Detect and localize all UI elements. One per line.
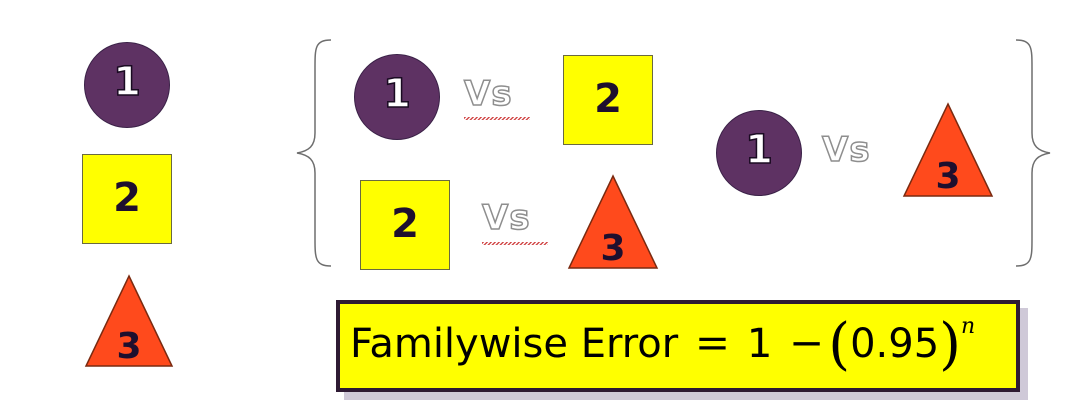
square-label: 2: [391, 201, 419, 247]
formula-equals: =: [694, 318, 731, 367]
triangle-label: 3: [600, 228, 625, 269]
vs-label: Vs: [463, 73, 513, 115]
formula-close-paren: ): [939, 312, 961, 377]
triangle-label: 3: [935, 156, 960, 197]
compare-circle-1: 1: [354, 54, 440, 140]
square-label: 2: [113, 175, 141, 221]
formula-minus: −: [789, 318, 825, 367]
formula-box: Familywise Error = 1 −(0.95)n: [336, 300, 1020, 392]
formula-open-paren: (: [828, 312, 851, 377]
legend-circle-1: 1: [84, 42, 170, 128]
left-brace: [296, 39, 332, 267]
compare-square-2-b: 2: [360, 180, 450, 270]
right-brace: [1015, 39, 1051, 267]
compare-triangle-3-b: 3: [902, 102, 994, 197]
vs-label: Vs: [821, 129, 871, 171]
circle-label: 1: [112, 58, 141, 106]
compare-circle-1-b: 1: [716, 110, 802, 196]
triangle-label: 3: [116, 326, 141, 367]
square-label: 2: [594, 76, 622, 122]
circle-label: 1: [382, 70, 411, 118]
formula-value: 0.95: [850, 321, 940, 367]
formula-label: Familywise Error: [350, 321, 679, 367]
vs-label: Vs: [481, 197, 531, 239]
compare-triangle-3: 3: [567, 174, 659, 269]
familywise-error-formula: Familywise Error = 1 −(0.95)n: [350, 312, 975, 377]
spellcheck-underline: [464, 117, 530, 120]
formula-one: 1: [746, 321, 773, 367]
legend-square-2: 2: [82, 154, 172, 244]
circle-label: 1: [744, 126, 773, 174]
formula-exponent: n: [961, 314, 976, 339]
compare-square-2: 2: [563, 55, 653, 145]
spellcheck-underline: [482, 242, 548, 245]
legend-triangle-3: 3: [84, 274, 174, 367]
